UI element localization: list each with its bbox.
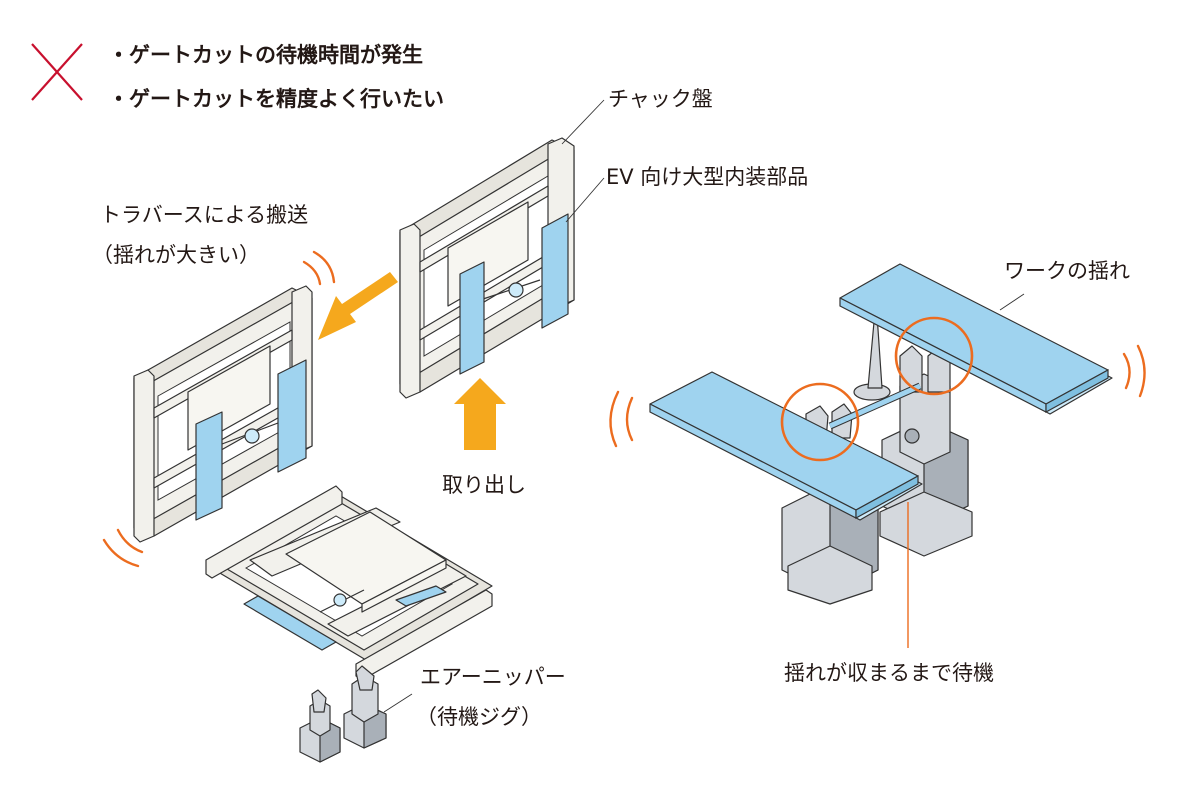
sway-wave-upper-left — [302, 250, 336, 286]
label-air-nipper: エアーニッパー — [420, 665, 566, 689]
sway-highlight-left — [780, 382, 860, 462]
label-wait-settle: 揺れが収まるまで待機 — [784, 661, 994, 685]
chuck-frame-upper — [399, 137, 575, 399]
x-mark-icon — [31, 43, 83, 101]
label-chuck-plate: チャック盤 — [608, 87, 713, 111]
sway-wave-left-panel — [609, 390, 634, 448]
traverse-arrow — [318, 272, 398, 340]
robot-base-right — [879, 373, 973, 557]
sway-wave-lower-left — [102, 528, 144, 568]
air-nipper-jig-1 — [299, 689, 341, 763]
take-out-arrow — [454, 378, 506, 450]
robot-base-left — [781, 483, 879, 605]
air-nipper-jig-2 — [343, 665, 387, 749]
bullet-precision: ・ゲートカットを精度よく行いたい — [108, 87, 444, 111]
label-work-sway: ワークの揺れ — [1004, 259, 1130, 283]
label-jig: （待機ジグ） — [416, 705, 542, 729]
label-take-out: 取り出し — [442, 473, 526, 497]
work-panel-right — [839, 263, 1113, 415]
sway-highlight-right — [894, 316, 974, 396]
chuck-frame-left — [133, 285, 313, 543]
leader-chuck-plate — [561, 99, 605, 145]
leader-ev-part — [565, 177, 605, 223]
label-traverse: トラバースによる搬送 — [100, 203, 308, 227]
bullet-waiting-time: ・ゲートカットの待機時間が発生 — [108, 43, 423, 67]
label-traverse-note: （揺れが大きい） — [92, 243, 260, 267]
robot-arm-shaft — [828, 299, 922, 430]
chuck-frame-lower — [205, 485, 493, 681]
label-ev-part: EV 向け大型内装部品 — [606, 165, 808, 189]
sway-wave-right — [1122, 344, 1146, 398]
work-panel-left — [649, 371, 923, 521]
leader-work-sway — [999, 293, 1025, 311]
leader-air-nipper — [383, 693, 413, 713]
